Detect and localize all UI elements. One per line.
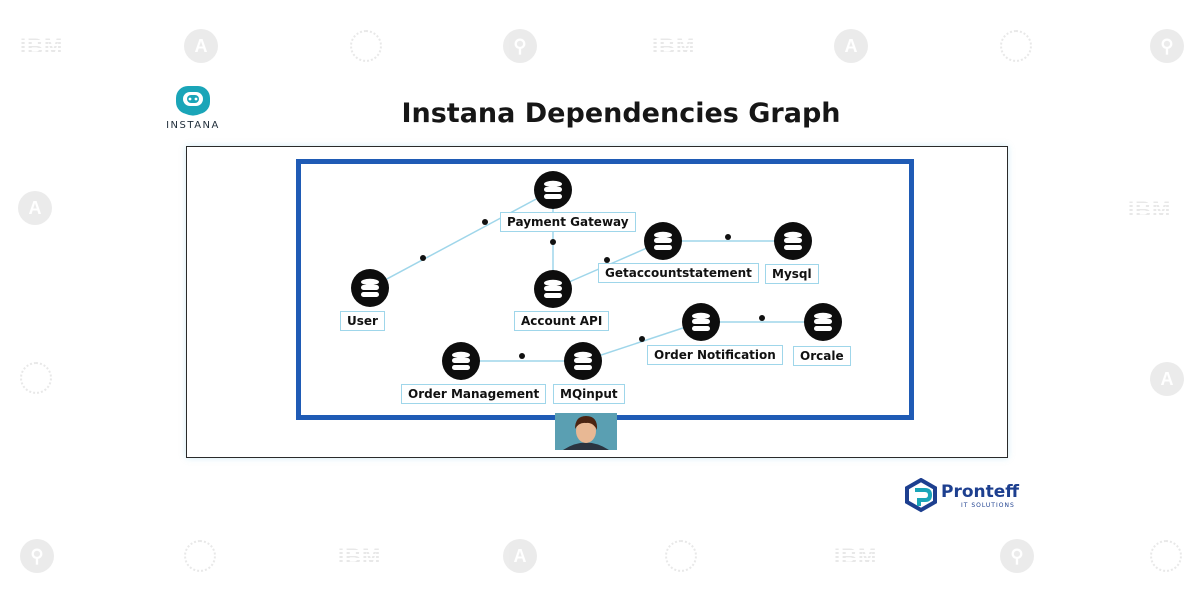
node-label-mysql[interactable]: Mysql: [765, 264, 819, 284]
globe-watermark-icon: [665, 540, 697, 572]
node-label-order-notification[interactable]: Order Notification: [647, 345, 783, 365]
page-title: Instana Dependencies Graph: [401, 98, 841, 129]
instana-logo-text: INSTANA: [166, 120, 220, 131]
pronteff-mark-icon: [905, 478, 937, 513]
graph-panel: [296, 159, 914, 420]
globe-watermark-icon: [1150, 540, 1182, 572]
ibm-watermark: IBM: [834, 544, 878, 569]
node-label-order-management[interactable]: Order Management: [401, 384, 547, 404]
globe-watermark-icon: [1000, 30, 1032, 62]
pin-watermark-icon: ⚲: [20, 539, 54, 573]
node-label-account-api[interactable]: Account API: [514, 311, 610, 331]
node-label-getaccountstatement[interactable]: Getaccountstatement: [598, 263, 759, 283]
pronteff-logo: Pronteff IT SOLUTIONS: [903, 478, 1023, 514]
node-label-mqinput[interactable]: MQinput: [553, 384, 625, 404]
a-logo-watermark-icon: A: [1150, 362, 1184, 396]
pin-watermark-icon: ⚲: [503, 29, 537, 63]
instana-robot-icon: [174, 84, 212, 116]
pin-watermark-icon: ⚲: [1150, 29, 1184, 63]
globe-watermark-icon: [20, 362, 52, 394]
a-logo-watermark-icon: A: [503, 539, 537, 573]
globe-watermark-icon: [184, 540, 216, 572]
ibm-watermark: IBM: [1128, 197, 1172, 222]
globe-watermark-icon: [350, 30, 382, 62]
node-label-payment-gateway[interactable]: Payment Gateway: [500, 212, 636, 232]
a-logo-watermark-icon: A: [184, 29, 218, 63]
instana-logo: INSTANA: [166, 84, 220, 131]
ibm-watermark: IBM: [652, 34, 696, 59]
ibm-watermark: IBM: [20, 34, 64, 59]
presenter-avatar: [555, 413, 617, 450]
pronteff-tagline: IT SOLUTIONS: [961, 502, 1015, 509]
node-label-user[interactable]: User: [340, 311, 385, 331]
a-logo-watermark-icon: A: [834, 29, 868, 63]
pronteff-name: Pronteff: [941, 482, 1020, 502]
ibm-watermark: IBM: [338, 544, 382, 569]
pin-watermark-icon: ⚲: [1000, 539, 1034, 573]
a-logo-watermark-icon: A: [18, 191, 52, 225]
node-label-orcale[interactable]: Orcale: [793, 346, 851, 366]
